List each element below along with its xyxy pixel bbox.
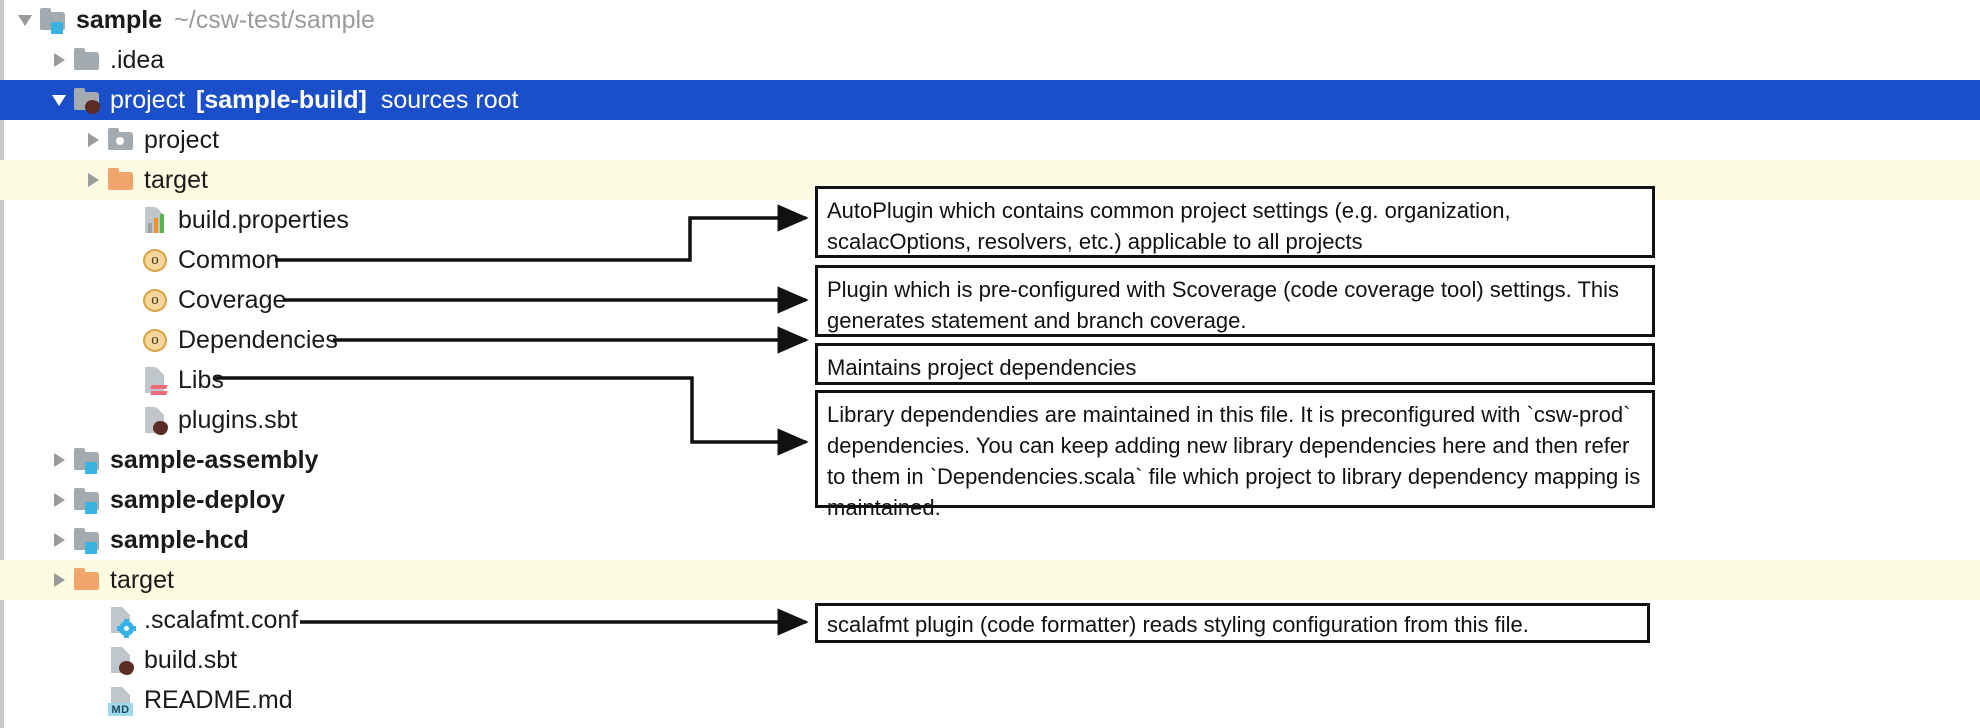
folder-icon [72,45,102,75]
scala-object-icon: o [140,325,170,355]
twisty-placeholder [114,200,140,240]
chevron-right-icon[interactable] [46,40,72,80]
tree-row-label: Libs [178,365,224,394]
twisty-placeholder [114,240,140,280]
chevron-right-icon[interactable] [46,560,72,600]
scala-object-icon: o [140,245,170,275]
tree-row-coverage[interactable]: o Coverage [0,280,1980,320]
twisty-placeholder [114,400,140,440]
tree-row-sample-hcd[interactable]: sample-hcd [0,520,1980,560]
chevron-right-icon[interactable] [46,480,72,520]
orange-folder-icon [72,565,102,595]
tree-row-project[interactable]: project [sample-build] sources root [0,80,1980,120]
tree-row-target[interactable]: target [0,560,1980,600]
chevron-right-icon[interactable] [80,120,106,160]
annotation-box-libs: Library dependendies are maintained in t… [815,390,1655,520]
toolwindow-left-gutter [0,0,4,728]
tree-row-sample[interactable]: sample ~/csw-test/sample [0,0,1980,40]
module-name-tag: [sample-build] [196,85,367,114]
tree-row-label: build.properties [178,205,349,234]
tree-row-project[interactable]: project [0,120,1980,160]
tree-row-libs[interactable]: Libs [0,360,1980,400]
tree-row-label: README.md [144,685,293,714]
tree-row-label: target [144,165,208,194]
tree-row-readme-md[interactable]: MD README.md [0,680,1980,720]
tree-row-label: plugins.sbt [178,405,298,434]
module-folder-icon [38,5,68,35]
annotation-box-dependencies: Maintains project dependencies [815,343,1655,385]
twisty-placeholder [80,600,106,640]
tree-row-common[interactable]: o Common [0,240,1980,280]
twisty-placeholder [80,640,106,680]
tree-row-label: .scalafmt.conf [144,605,299,634]
module-folder-icon [72,485,102,515]
tree-row-label: .idea [110,45,165,74]
twisty-placeholder [114,280,140,320]
tree-row-label: sample-hcd [110,525,249,554]
tree-row-label: target [110,565,174,594]
chevron-down-icon[interactable] [46,80,72,120]
tree-row-dependencies[interactable]: o Dependencies [0,320,1980,360]
tree-row-sample-assembly[interactable]: sample-assembly [0,440,1980,480]
twisty-placeholder [114,320,140,360]
annotation-box-coverage: Plugin which is pre-configured with Scov… [815,265,1655,337]
chevron-right-icon[interactable] [46,440,72,480]
twisty-placeholder [80,680,106,720]
scala-object-icon: o [140,285,170,315]
tree-row-label: sample [76,5,163,34]
tree-row-label: Coverage [178,285,287,314]
orange-folder-icon [106,165,136,195]
tree-row-scalafmt-conf[interactable]: .scalafmt.conf [0,600,1980,640]
tree-row-label: project [144,125,220,154]
chevron-right-icon[interactable] [46,520,72,560]
scala-file-icon [140,365,170,395]
annotation-box-scalafmt: scalafmt plugin (code formatter) reads s… [815,603,1650,643]
tree-row-label: build.sbt [144,645,238,674]
module-folder-icon [72,525,102,555]
sbt-file-icon [140,405,170,435]
tree-row-idea[interactable]: .idea [0,40,1980,80]
sbt-folder-icon [72,85,102,115]
annotation-box-common: AutoPlugin which contains common project… [815,186,1655,258]
markdown-file-icon: MD [106,685,136,716]
tree-row-build-sbt[interactable]: build.sbt [0,640,1980,680]
sources-root-badge: sources root [380,85,519,114]
sbt-file-icon [106,645,136,675]
tree-row-label: sample-deploy [110,485,286,514]
source-folder-icon [106,125,136,155]
twisty-placeholder [114,360,140,400]
chevron-down-icon[interactable] [12,0,38,40]
conf-file-icon [106,605,136,638]
tree-row-label: sample-assembly [110,445,319,474]
tree-row-sample-deploy[interactable]: sample-deploy [0,480,1980,520]
tree-row-label: Dependencies [178,325,338,354]
chevron-right-icon[interactable] [80,160,106,200]
tree-row-label: Common [178,245,280,274]
project-path-label: ~/csw-test/sample [174,5,375,34]
properties-file-icon [140,205,170,235]
tree-row-label: project [110,85,186,114]
module-folder-icon [72,445,102,475]
